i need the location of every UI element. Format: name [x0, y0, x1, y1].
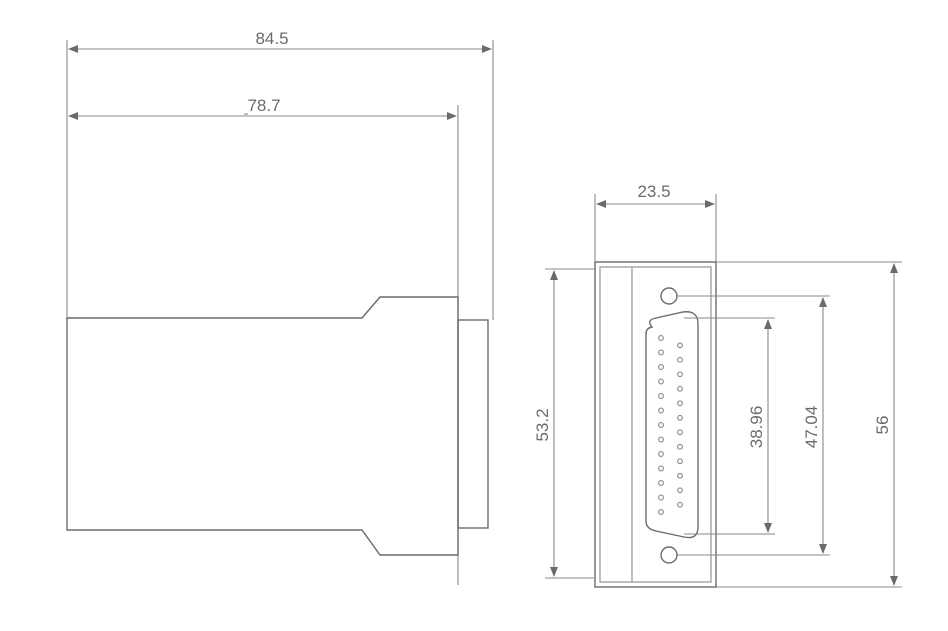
dim-label-84-5: 84.5	[255, 29, 288, 48]
dsub-pin	[677, 487, 683, 494]
side-connector-stub	[457, 319, 489, 529]
dsub-pin	[677, 371, 683, 378]
dsub-pin	[658, 494, 664, 501]
dsub-pin	[658, 335, 664, 341]
dsub-shell	[645, 311, 699, 539]
dsub-pin	[658, 436, 664, 443]
dsub-pin	[677, 472, 683, 479]
dim-label-47-04: 47.04	[802, 406, 821, 449]
dsub-pin	[658, 349, 664, 356]
dsub-pin	[677, 443, 683, 450]
dsub-pin	[677, 356, 683, 363]
dsub-pin	[677, 400, 683, 407]
front-housing-outer	[594, 261, 717, 588]
mounting-hole-top	[660, 287, 678, 305]
dsub-pin	[658, 407, 664, 414]
dsub-pin	[658, 509, 664, 515]
dim-label-23-5: 23.5	[637, 182, 670, 201]
dsub-pin	[677, 342, 683, 349]
dim-label-38-96: 38.96	[747, 406, 766, 449]
dsub-pin	[658, 364, 664, 370]
side-view: 84.5 78.7	[66, 29, 494, 585]
dsub-pin	[658, 465, 664, 472]
dsub-pin	[658, 393, 664, 399]
dsub-pin	[677, 414, 683, 421]
front-view: 23.5 53.2 38.96 47.04 56	[533, 182, 902, 588]
dsub-pin	[658, 451, 664, 457]
side-body-outline	[66, 296, 459, 556]
dim-label-53-2: 53.2	[533, 408, 552, 441]
dsub-pin	[677, 458, 683, 465]
mounting-hole-bottom	[660, 546, 678, 564]
front-housing-inner	[599, 266, 712, 583]
dsub-pin	[658, 378, 664, 385]
dsub-pin	[677, 501, 683, 508]
dsub-pin	[677, 429, 683, 436]
dsub-pins	[658, 335, 683, 515]
dsub-pin	[658, 480, 664, 486]
dsub-pin	[658, 422, 664, 428]
dim-label-78-7: 78.7	[247, 96, 280, 115]
dim-label-56: 56	[873, 416, 892, 435]
dsub-pin	[677, 385, 683, 392]
